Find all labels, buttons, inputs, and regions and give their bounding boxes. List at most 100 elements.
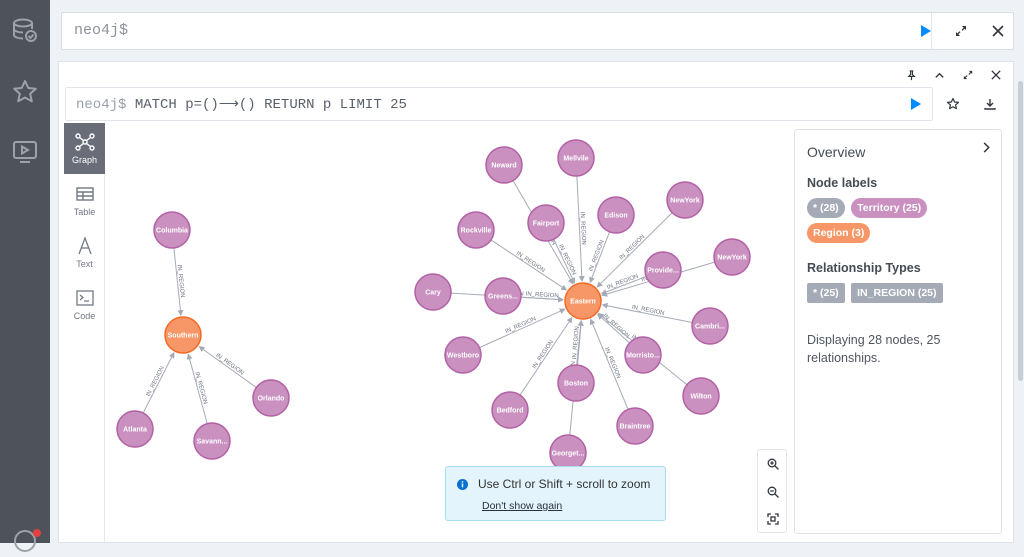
relationship-edge[interactable]: [553, 239, 575, 284]
relationship-label: IN_REGION: [146, 365, 166, 397]
relationship-edge[interactable]: [519, 316, 573, 396]
territory-node[interactable]: [116, 410, 154, 448]
relationship-label: IN_REGION: [603, 347, 621, 380]
relationship-label: IN_REGION: [579, 212, 587, 245]
territory-node[interactable]: [153, 211, 191, 249]
node-labels-heading: Node labels: [807, 176, 878, 190]
territory-node[interactable]: [557, 364, 595, 402]
relationship-edge[interactable]: [601, 302, 693, 324]
territory-node[interactable]: [414, 273, 452, 311]
territory-node-label: Greens...: [488, 294, 518, 301]
run-button[interactable]: [918, 23, 934, 39]
relationship-edge[interactable]: [520, 296, 565, 303]
territory-node[interactable]: [485, 146, 523, 184]
region-node[interactable]: [164, 316, 202, 354]
tab-code[interactable]: Code: [64, 279, 105, 330]
territory-node[interactable]: [666, 181, 704, 219]
territory-node[interactable]: [644, 251, 682, 289]
territory-node[interactable]: [444, 336, 482, 374]
relationship-label: IN_REGION: [619, 234, 647, 261]
favorite-star-icon[interactable]: [945, 96, 961, 112]
relationship-label: IN_REGION: [515, 251, 546, 274]
query-text: MATCH p=()⟶() RETURN p LIMIT 25: [126, 97, 407, 113]
zoom-in-icon[interactable]: [766, 457, 780, 471]
territory-node[interactable]: [682, 377, 720, 415]
frame-close-icon[interactable]: [989, 68, 1003, 82]
relationship-edge[interactable]: [186, 353, 208, 424]
relationship-edge[interactable]: [173, 247, 184, 317]
tab-code-label: Code: [73, 311, 96, 321]
zoom-out-icon[interactable]: [766, 485, 780, 499]
relationship-edge[interactable]: [596, 212, 673, 288]
relationship-edge[interactable]: [142, 351, 175, 414]
relationship-edge[interactable]: [490, 239, 568, 291]
node-label-chip-region[interactable]: Region (3): [807, 223, 871, 243]
relationship-edge[interactable]: [600, 276, 647, 295]
scrollbar-thumb[interactable]: [1018, 81, 1023, 381]
territory-node[interactable]: [624, 336, 662, 374]
toast-message: Use Ctrl or Shift + scroll to zoom: [478, 477, 651, 491]
rel-type-chip-all[interactable]: * (25): [807, 283, 845, 303]
pin-icon[interactable]: [904, 68, 918, 82]
region-node[interactable]: [564, 282, 602, 320]
info-icon: [456, 478, 468, 490]
territory-node[interactable]: [713, 238, 751, 276]
graph-canvas[interactable]: IN_REGION IN_REGION IN_REGION IN_REGION IN_R…: [105, 123, 795, 544]
tab-text[interactable]: Text: [64, 227, 105, 278]
territory-node-label: Wilton: [690, 394, 711, 401]
territory-node[interactable]: [527, 204, 565, 242]
top-editor-input[interactable]: neo4j$: [62, 13, 932, 49]
territory-node[interactable]: [616, 407, 654, 445]
relationship-edge[interactable]: [597, 313, 630, 344]
sidebar: [0, 0, 50, 552]
territory-node-label: Neward: [491, 163, 516, 170]
dont-show-again-link[interactable]: Don't show again: [482, 500, 563, 512]
download-icon[interactable]: [982, 96, 998, 112]
play-guide-icon[interactable]: [9, 136, 41, 168]
territory-node[interactable]: [491, 391, 529, 429]
rel-type-chip-in-region[interactable]: IN_REGION (25): [851, 283, 943, 303]
territory-node[interactable]: [252, 379, 290, 417]
collapse-chevron-icon[interactable]: [979, 140, 993, 154]
query-editor[interactable]: neo4j$ MATCH p=()⟶() RETURN p LIMIT 25: [65, 87, 933, 121]
rel-type-chips: * (25) IN_REGION (25): [807, 280, 989, 305]
graph-svg[interactable]: IN_REGION IN_REGION IN_REGION IN_REGION IN_R…: [105, 123, 795, 544]
relationship-edge[interactable]: [576, 175, 585, 283]
territory-node-label: Georget...: [552, 451, 585, 458]
query-run-button[interactable]: [908, 96, 924, 112]
chevron-up-icon[interactable]: [932, 68, 946, 82]
relationship-label: IN_REGION: [631, 305, 665, 317]
territory-node[interactable]: [457, 211, 495, 249]
relationship-edge[interactable]: [589, 231, 611, 284]
territory-node[interactable]: [557, 139, 595, 177]
fit-screen-icon[interactable]: [766, 512, 780, 526]
tab-graph[interactable]: Graph: [64, 123, 105, 174]
relationship-edge[interactable]: [589, 318, 629, 410]
top-query-bar: neo4j$: [61, 12, 1014, 50]
territory-node[interactable]: [597, 196, 635, 234]
notification-dot: [33, 529, 41, 537]
tab-table[interactable]: Table: [64, 175, 105, 226]
database-icon[interactable]: [9, 15, 41, 47]
query-prompt: neo4j$: [76, 97, 127, 113]
territory-node-label: Fairport: [533, 221, 560, 228]
node-label-chip-all[interactable]: * (28): [807, 198, 845, 218]
relationship-label: IN_REGION: [505, 316, 538, 335]
close-icon[interactable]: [990, 23, 1006, 39]
overview-description: Displaying 28 nodes, 25 relationships.: [807, 333, 941, 365]
view-tabs: Graph Table Text Code: [64, 123, 105, 544]
relationship-edge[interactable]: [198, 346, 257, 388]
relationship-label: IN_REGION: [532, 339, 555, 370]
frame-expand-icon[interactable]: [961, 68, 975, 82]
territory-node[interactable]: [691, 307, 729, 345]
scrollbar[interactable]: [1017, 61, 1024, 543]
relationship-edge[interactable]: [479, 308, 566, 349]
territory-node[interactable]: [484, 277, 522, 315]
code-icon: [75, 288, 94, 308]
region-node-label: Southern: [168, 333, 199, 340]
tab-text-label: Text: [76, 259, 93, 269]
node-label-chip-territory[interactable]: Territory (25): [851, 198, 928, 218]
territory-node[interactable]: [193, 422, 231, 460]
star-icon[interactable]: [9, 76, 41, 108]
expand-icon[interactable]: [953, 23, 969, 39]
